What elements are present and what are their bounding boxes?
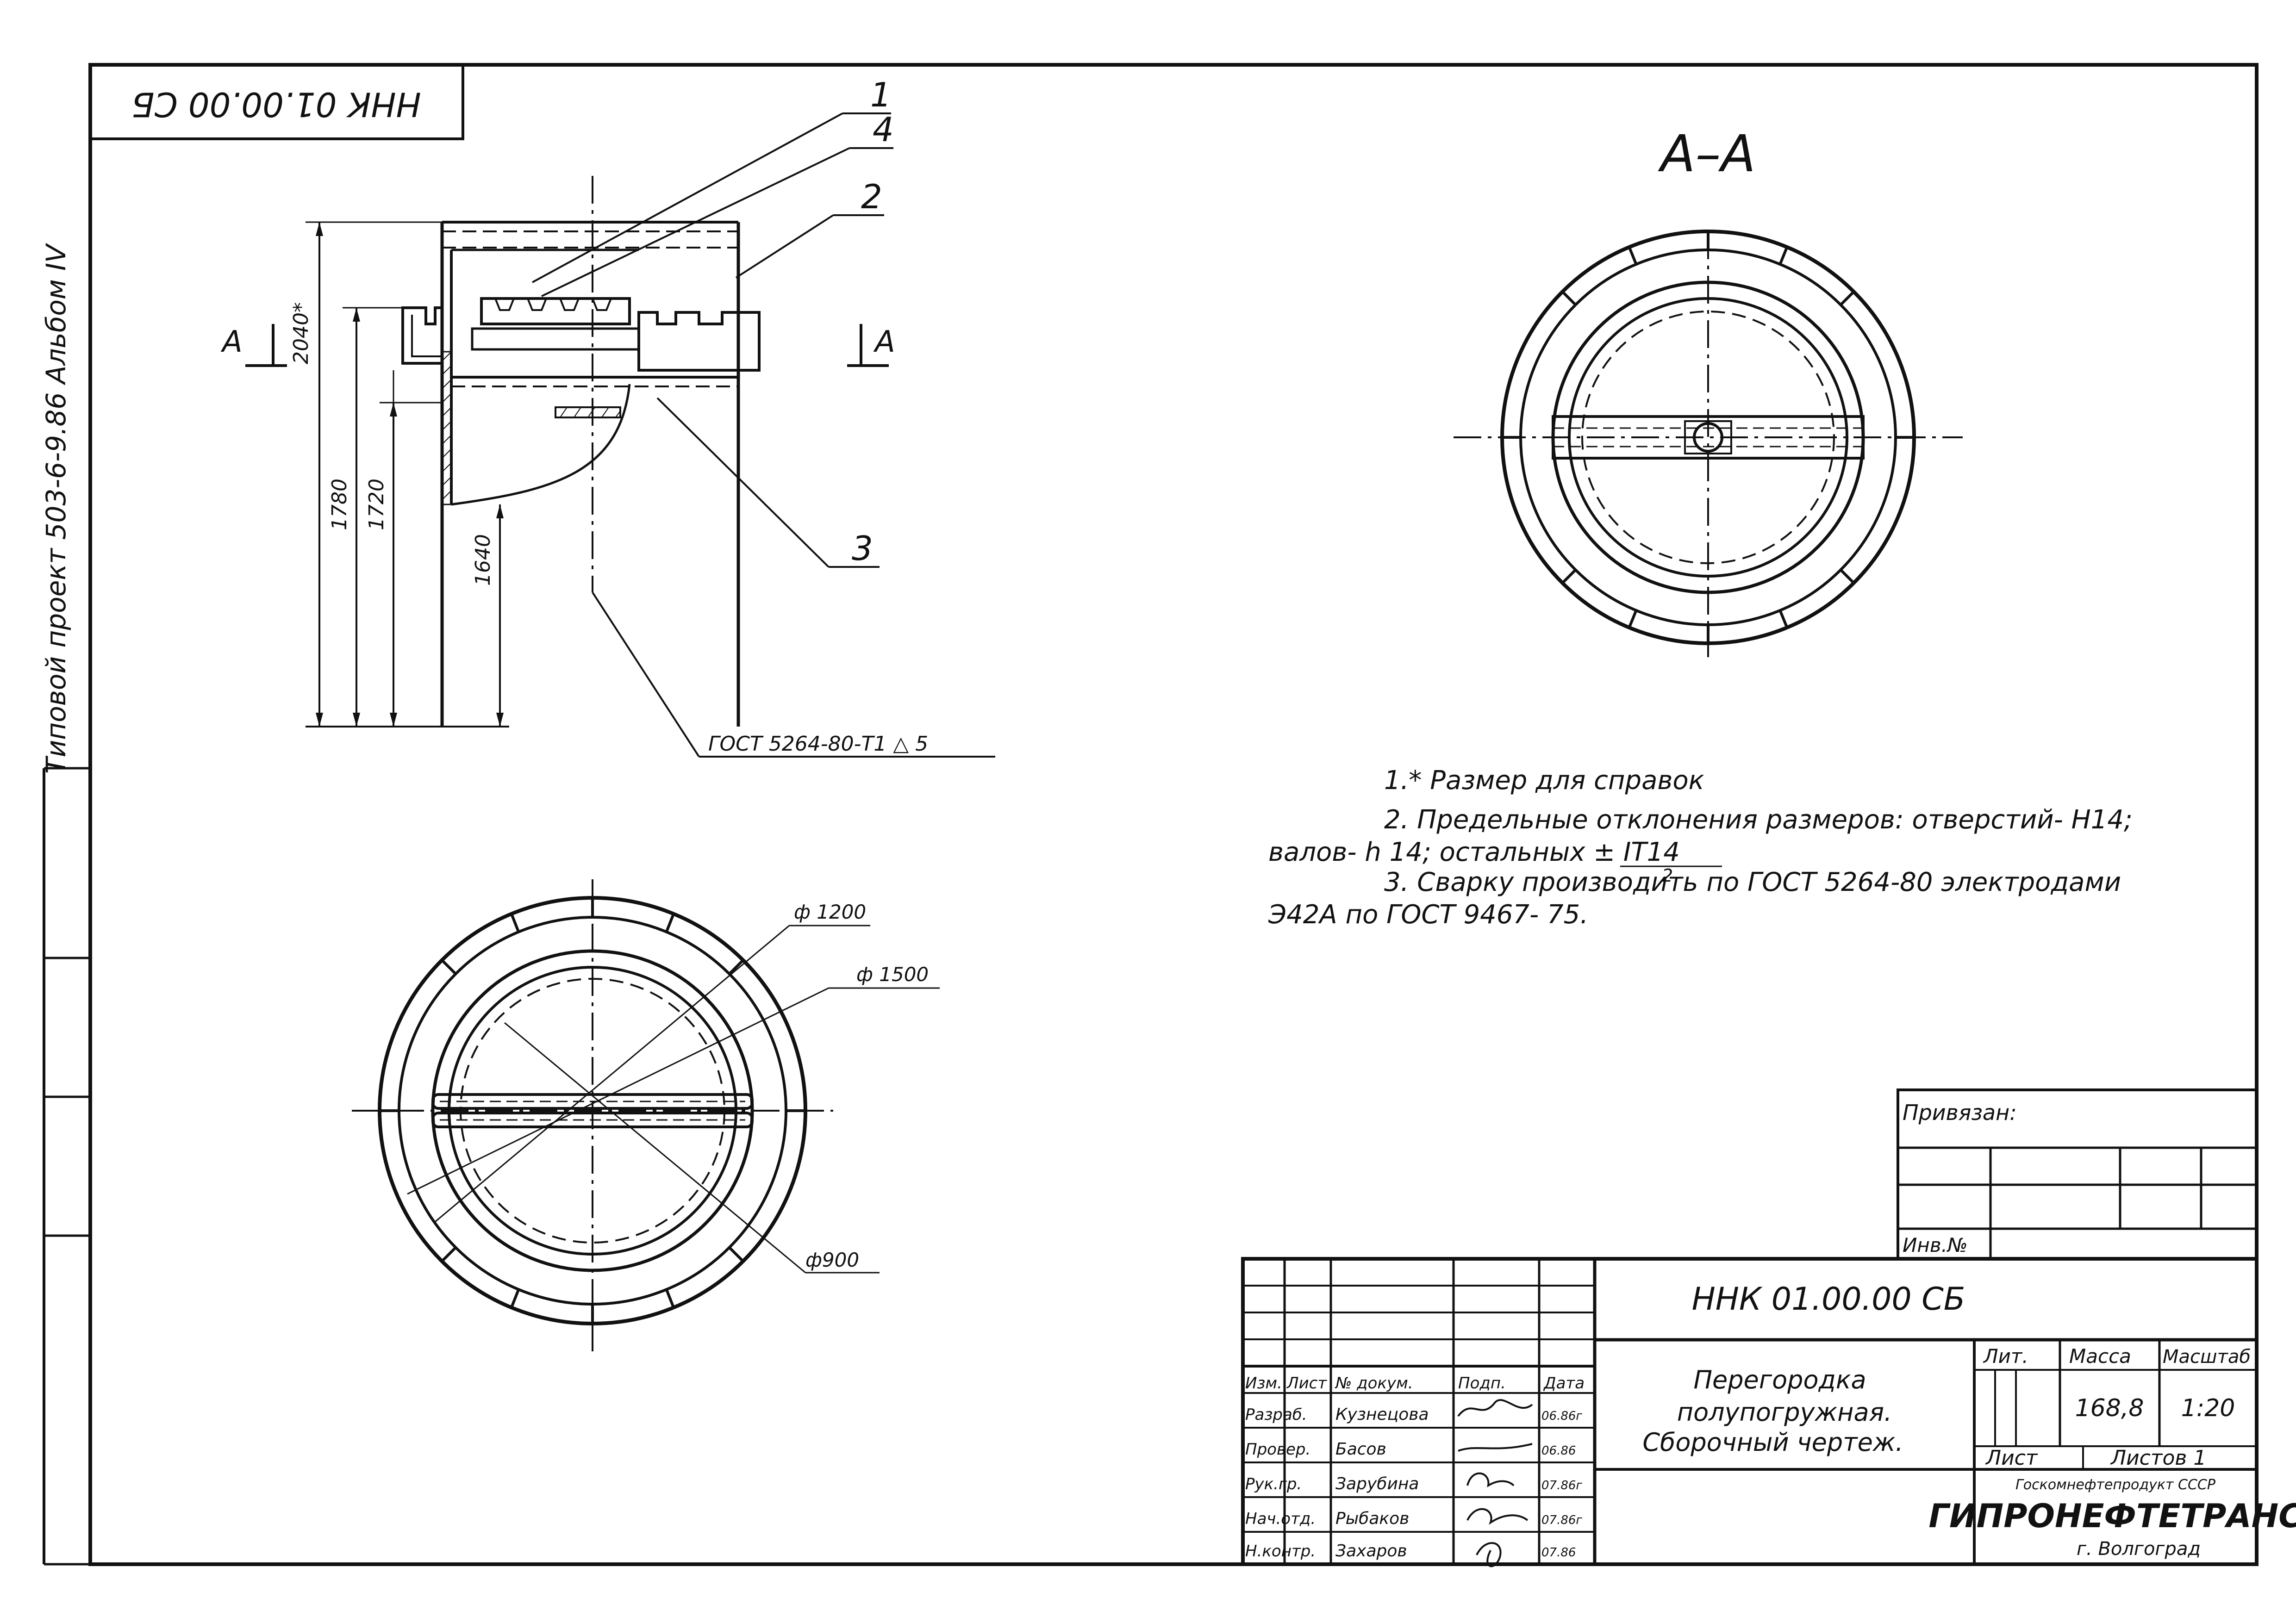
sheet-frame — [43, 63, 2259, 1566]
binding-box — [1897, 1088, 2258, 1260]
hdr-list: Лист — [1286, 1374, 1327, 1393]
scale-value: 1:20 — [2181, 1394, 2235, 1422]
org-ministry: Госкомнефтепродукт СССР — [2015, 1477, 2216, 1493]
note-line-3: валов- h 14; остальных ± IT14 — [1268, 837, 1680, 867]
mass-value: 168,8 — [2075, 1394, 2144, 1422]
inv-label: Инв.№ — [1903, 1234, 1968, 1256]
lit-label: Лит. — [1983, 1345, 2028, 1368]
hdr-date: Дата — [1543, 1374, 1585, 1393]
row-role: Провер. — [1245, 1440, 1310, 1459]
plan-view — [352, 879, 940, 1356]
title-name-1: Перегородка — [1693, 1365, 1866, 1394]
org-name: ГИПРОНЕФТЕТРАНС — [1928, 1497, 2296, 1535]
mass-label: Масса — [2069, 1345, 2131, 1368]
org-city: г. Волгоград — [2077, 1538, 2201, 1560]
sheet-label: Лист — [1985, 1446, 2038, 1470]
callout-2: 2 — [861, 177, 882, 216]
row-role: Разраб. — [1245, 1405, 1307, 1424]
row-date: 07.86г — [1541, 1479, 1582, 1492]
row-date: 06.86г — [1541, 1409, 1582, 1423]
callout-3: 3 — [852, 529, 873, 568]
dim-1780: 1780 — [328, 479, 351, 530]
section-title: А–А — [1658, 124, 1756, 183]
title-doc-code: ННК 01.00.00 СБ — [1692, 1281, 1965, 1318]
row-role: Н.контр. — [1245, 1542, 1316, 1561]
dim-1640: 1640 — [471, 534, 495, 586]
dia-1500: ф 1500 — [856, 963, 929, 986]
section-view — [1454, 230, 1963, 657]
row-role: Рук.гр. — [1245, 1475, 1302, 1493]
weld-note: ГОСТ 5264-80-Т1 △ 5 — [708, 732, 928, 756]
row-role: Нач.отд. — [1245, 1510, 1316, 1528]
row-date: 07.86г — [1541, 1513, 1582, 1527]
callout-4: 4 — [873, 110, 894, 149]
hdr-doc: № докум. — [1335, 1374, 1413, 1393]
note-line-2: 2. Предельные отклонения размеров: отвер… — [1384, 805, 2133, 835]
row-name: Захаров — [1335, 1542, 1407, 1561]
section-mark-right: А — [873, 325, 895, 359]
row-name: Кузнецова — [1335, 1405, 1429, 1424]
dia-900: ф900 — [805, 1249, 859, 1271]
row-date: 06.86 — [1541, 1444, 1576, 1458]
elevation-view — [245, 112, 995, 758]
note-line-3-denominator: 2 — [1662, 865, 1673, 886]
hdr-izm: Изм. — [1245, 1374, 1282, 1393]
row-date: 07.86 — [1541, 1546, 1576, 1560]
note-line-1: 1.* Размер для справок — [1384, 765, 1704, 796]
section-mark-left: А — [220, 325, 243, 359]
row-name: Рыбаков — [1335, 1509, 1409, 1528]
title-block — [1241, 1257, 2259, 1566]
signatures — [1457, 1399, 1533, 1567]
sheets-label: Листов 1 — [2110, 1446, 2206, 1470]
title-name-2: полупогружная. — [1677, 1398, 1892, 1427]
technical-notes: 1.* Размер для справок 2. Предельные отк… — [1268, 765, 2133, 930]
project-side-label: Типовой проект 503-6-9.86 Альбом IV — [40, 243, 72, 774]
note-line-5: Э42А по ГОСТ 9467- 75. — [1268, 900, 1588, 930]
dia-1200: ф 1200 — [794, 901, 866, 923]
note-line-4: 3. Сварку производить по ГОСТ 5264-80 эл… — [1384, 867, 2121, 897]
hdr-sign: Подп. — [1458, 1374, 1506, 1393]
binding-title: Привязан: — [1903, 1100, 2017, 1125]
dim-1720: 1720 — [365, 479, 388, 530]
callout-1: 1 — [870, 75, 892, 114]
title-name-3: Сборочный чертеж. — [1642, 1428, 1903, 1457]
stamp-code: ННК 01.00.00 СБ — [131, 85, 421, 124]
scale-label: Масштаб — [2163, 1346, 2251, 1368]
row-name: Зарубина — [1335, 1474, 1419, 1493]
dim-2040: 2040* — [289, 302, 313, 364]
row-name: Басов — [1335, 1440, 1386, 1459]
